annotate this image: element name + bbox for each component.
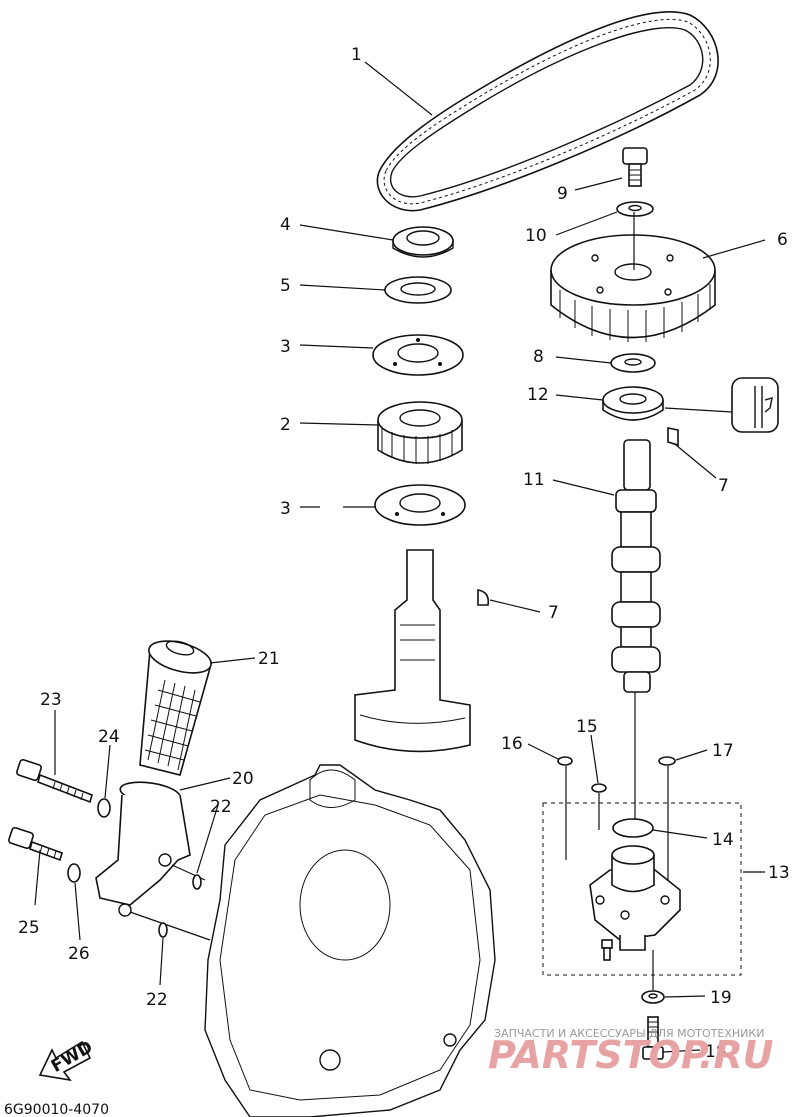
watermark-tagline: ЗАПЧАСТИ И АКСЕССУАРЫ ДЛЯ МОТОТЕХНИКИ	[494, 1027, 764, 1040]
callout-16: 16	[501, 734, 523, 754]
callout-12: 12	[527, 385, 549, 405]
bolt-washer-26[interactable]	[67, 863, 81, 883]
plain-washer[interactable]	[616, 201, 654, 217]
seal-direction-inset	[664, 377, 779, 433]
camshaft-oil-seal[interactable]	[602, 386, 664, 421]
callout-7-camshaft: 7	[718, 476, 729, 496]
pump-screw[interactable]	[601, 939, 613, 961]
camshaft[interactable]	[611, 439, 661, 693]
o-ring-22-lower[interactable]	[158, 922, 168, 938]
crankshaft-sprocket[interactable]	[377, 401, 463, 464]
o-ring-large[interactable]	[612, 818, 654, 838]
leader-lines	[34, 61, 766, 1053]
callout-2: 2	[280, 415, 291, 435]
callout-7-crankshaft: 7	[548, 603, 559, 623]
bolt-washer-24[interactable]	[97, 798, 111, 818]
fwd-label: FWD	[48, 1037, 97, 1077]
oil-seal[interactable]	[392, 226, 454, 258]
camshaft-pulley[interactable]	[550, 234, 716, 342]
oil-pump-assembly-frame	[542, 802, 742, 976]
watermark: ЗАПЧАСТИ И АКСЕССУАРЫ ДЛЯ МОТОТЕХНИКИ PA…	[488, 1027, 774, 1077]
callout-20: 20	[232, 769, 254, 789]
long-bolt[interactable]	[16, 758, 93, 804]
callout-23: 23	[40, 690, 62, 710]
callout-14: 14	[712, 830, 734, 850]
oil-pump-body[interactable]	[589, 845, 681, 951]
callout-5: 5	[280, 276, 291, 296]
pulley-bolt[interactable]	[622, 147, 648, 187]
short-bolt[interactable]	[8, 826, 63, 862]
callout-3-lower: 3	[280, 499, 291, 519]
callout-22-lower: 22	[146, 990, 168, 1010]
crankshaft-end	[354, 549, 471, 753]
callout-10: 10	[525, 226, 547, 246]
o-ring-15[interactable]	[591, 783, 607, 793]
strainer-housing[interactable]	[95, 779, 191, 917]
callout-21: 21	[258, 649, 280, 669]
callout-19: 19	[710, 988, 732, 1008]
callout-25: 25	[18, 918, 40, 938]
camshaft-key[interactable]	[667, 427, 679, 447]
watermark-brand: PARTSTOP.RU	[488, 1033, 774, 1077]
pulley-flange-upper[interactable]	[372, 334, 464, 376]
o-ring-22-upper[interactable]	[192, 874, 202, 890]
callout-8: 8	[533, 347, 544, 367]
callout-labels: 1 2 3 3 4 5 6 7 7 7 8 9 10 11 12 13 14 1…	[18, 45, 790, 1062]
shim-washer[interactable]	[610, 353, 656, 373]
callout-9: 9	[557, 184, 568, 204]
crankcase	[204, 764, 496, 1117]
callout-15: 15	[576, 717, 598, 737]
callout-4: 4	[280, 215, 291, 235]
o-ring-17[interactable]	[658, 756, 676, 766]
callout-18: 18	[705, 1042, 727, 1062]
pulley-flange-lower[interactable]	[374, 484, 466, 526]
callout-17: 17	[712, 741, 734, 761]
drain-bolt[interactable]	[642, 1016, 664, 1060]
diagram-code: 6G90010-4070	[4, 1102, 109, 1117]
thrust-washer[interactable]	[384, 276, 452, 304]
callout-11: 11	[523, 470, 545, 490]
callout-1: 1	[351, 45, 362, 65]
callout-13: 13	[768, 863, 790, 883]
gasket-washer[interactable]	[641, 990, 665, 1004]
forward-arrow-icon: FWD	[38, 1037, 97, 1082]
callout-3-upper: 3	[280, 337, 291, 357]
timing-belt[interactable]	[376, 11, 719, 212]
woodruff-key[interactable]	[477, 589, 490, 606]
oil-strainer[interactable]	[139, 635, 215, 776]
callout-6: 6	[777, 230, 788, 250]
callout-26: 26	[68, 944, 90, 964]
o-ring-16[interactable]	[557, 756, 573, 766]
callout-22-upper: 22	[210, 797, 232, 817]
callout-24: 24	[98, 727, 120, 747]
